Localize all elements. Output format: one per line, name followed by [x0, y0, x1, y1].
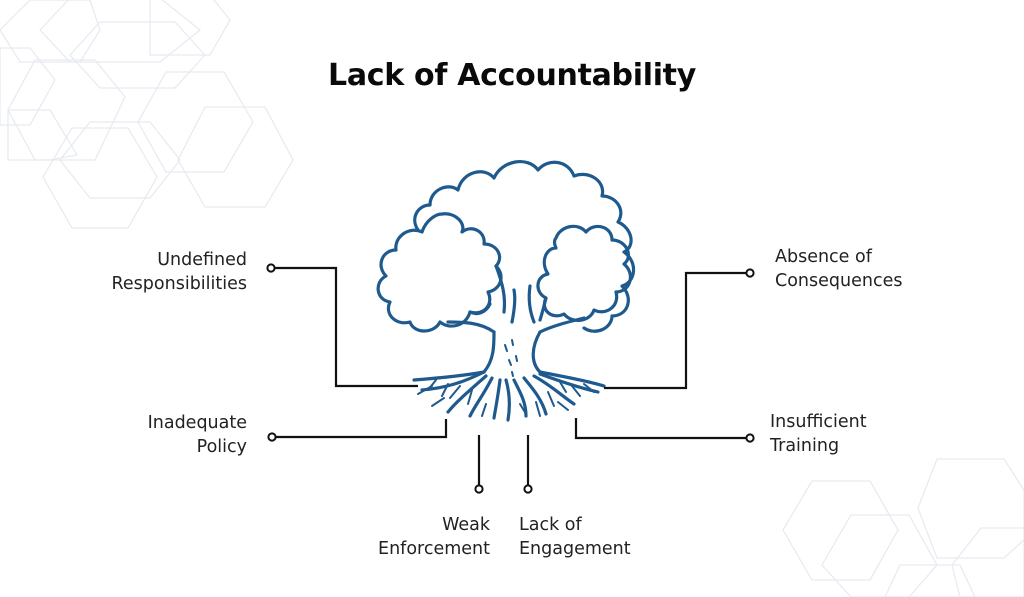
tree-with-roots-icon	[376, 160, 636, 422]
page-title: Lack of Accountability	[328, 58, 696, 93]
endpoint-dot-icon	[267, 432, 277, 442]
label-absence-of-consequences: Absence of Consequences	[775, 247, 903, 291]
connector-inadequate-policy	[276, 419, 448, 439]
endpoint-dot-icon	[745, 268, 755, 278]
endpoint-dot-icon	[745, 433, 755, 443]
connector-undefined-responsibilities	[275, 266, 418, 388]
label-inadequate-policy: Inadequate Policy	[147, 413, 247, 457]
connector-insufficient-training	[574, 418, 746, 440]
label-weak-enforcement: Weak Enforcement	[378, 515, 490, 559]
endpoint-dot-icon	[474, 484, 484, 494]
label-lack-of-engagement: Lack of Engagement	[519, 515, 631, 559]
label-undefined-responsibilities: Undefined Responsibilities	[111, 250, 247, 294]
endpoint-dot-icon	[523, 484, 533, 494]
endpoint-dot-icon	[266, 263, 276, 273]
connector-absence-of-consequences	[604, 271, 746, 390]
label-insufficient-training: Insufficient Training	[770, 412, 867, 456]
